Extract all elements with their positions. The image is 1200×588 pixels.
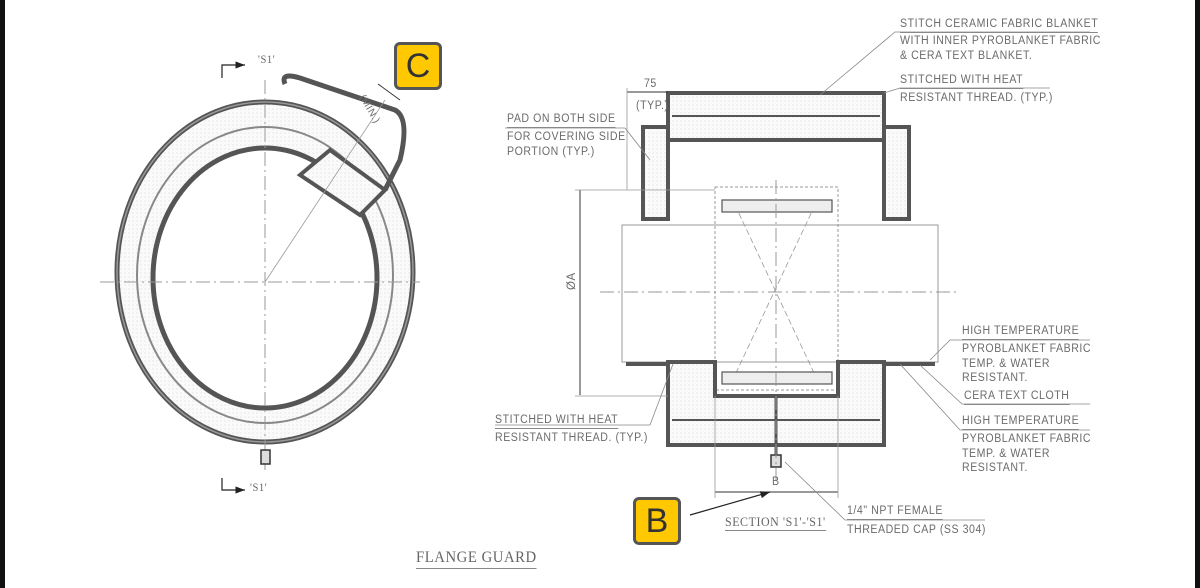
dim-typ: (TYP.) [636, 100, 669, 112]
callout-c-badge[interactable]: C [394, 42, 442, 90]
note-cera-cloth: CERA TEXT CLOTH [964, 388, 1070, 405]
dim-a: ØA [566, 272, 578, 290]
dim-75: 75 [644, 78, 657, 90]
ring-view [100, 61, 420, 494]
section-mark-bottom: 'S1' [250, 482, 268, 494]
section-mark-top: 'S1' [258, 54, 276, 66]
callout-b-badge[interactable]: B [633, 497, 681, 545]
right-edge [1195, 0, 1200, 588]
section-view [495, 31, 1090, 521]
left-edge [0, 0, 5, 588]
section-title: SECTION 'S1'-'S1' [725, 514, 826, 531]
drawing-title: FLANGE GUARD [416, 548, 537, 569]
dim-b: B [772, 476, 780, 488]
